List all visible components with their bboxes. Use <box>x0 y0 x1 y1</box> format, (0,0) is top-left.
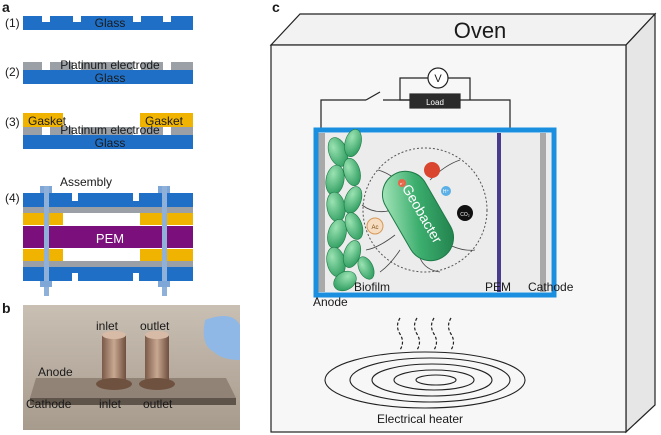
geobacter-cell <box>382 170 454 262</box>
zoom-circle <box>362 147 488 273</box>
step-2-layers <box>23 62 193 84</box>
panel-c: c Oven V Load <box>269 0 657 434</box>
voltmeter-icon <box>427 67 449 89</box>
step-4-label: (4) <box>5 191 20 205</box>
pem-label-a: PEM <box>96 231 124 246</box>
step-1-label: (1) <box>5 16 20 30</box>
assembly-label: Assembly <box>60 175 112 189</box>
anode-label-c: Anode <box>313 295 348 309</box>
chamber-outline <box>313 127 557 298</box>
acetate-label: Ac <box>371 225 378 231</box>
molecules <box>366 162 473 235</box>
inlet-top-label: inlet <box>96 319 119 333</box>
step-1-glass-layer <box>23 16 193 30</box>
step-3-platinum-label: Platinum electrode <box>60 123 160 137</box>
panel-a: a (1) Glass (2) Platinum electrode Glass… <box>2 0 193 296</box>
step-3-label: (3) <box>5 115 20 129</box>
step-3-gasket-right-label: Gasket <box>145 114 184 128</box>
step-3-gasket-left-label: Gasket <box>28 114 67 128</box>
step-2-platinum-label: Platinum electrode <box>60 58 160 72</box>
step-3-layers <box>23 113 193 149</box>
biofilm-label: Biofilm <box>354 280 390 294</box>
outlet-bottom-label: outlet <box>143 397 173 411</box>
cathode-label-b: Cathode <box>26 397 72 411</box>
reaction-chamber <box>313 127 557 298</box>
inlet-bottom-label: inlet <box>99 397 122 411</box>
biofilm-cells <box>325 129 375 292</box>
panel-b-letter: b <box>2 300 11 316</box>
proton-label: H⁺ <box>443 189 450 195</box>
pem-label-c: PEM <box>485 280 511 294</box>
co2-label: CO₂ <box>460 212 470 218</box>
heater-coil-icon <box>324 351 526 409</box>
step-2-glass-label: Glass <box>95 71 126 85</box>
anode-label-b: Anode <box>38 365 73 379</box>
assembly-stack <box>23 186 193 296</box>
cathode-label-c: Cathode <box>528 280 574 294</box>
pem-membrane <box>497 133 501 292</box>
load-label: Load <box>426 98 444 107</box>
step-1-glass-label: Glass <box>95 16 126 30</box>
anode-electrode <box>317 133 325 292</box>
oven-title: Oven <box>454 18 507 43</box>
panel-c-letter: c <box>272 0 280 15</box>
cathode-electrode <box>540 133 546 292</box>
heat-waves-icon <box>396 317 455 351</box>
circuit-wires <box>320 77 511 129</box>
outlet-top-label: outlet <box>140 319 170 333</box>
panel-a-letter: a <box>2 0 10 15</box>
step-3-glass-label: Glass <box>95 136 126 150</box>
electron-label: e⁻ <box>400 181 404 186</box>
step-2-label: (2) <box>5 65 20 79</box>
device-photo <box>23 305 240 430</box>
panel-b: b inlet outlet Anode Cathode inlet outle… <box>2 300 240 430</box>
voltmeter-label: V <box>434 73 442 85</box>
heater-label: Electrical heater <box>377 412 463 426</box>
